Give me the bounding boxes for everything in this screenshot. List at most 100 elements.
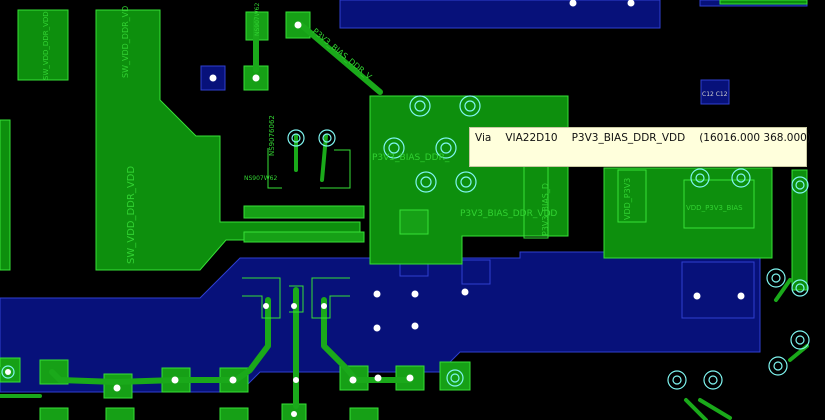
via-hole: [322, 133, 332, 143]
via-dot[interactable]: [113, 384, 121, 392]
via-dot[interactable]: [737, 292, 745, 300]
net-label: NS907W62: [254, 3, 261, 36]
via-hole: [464, 100, 476, 112]
via-dot[interactable]: [293, 377, 299, 383]
via[interactable]: [768, 356, 788, 376]
via[interactable]: [435, 137, 457, 159]
tooltip-net-name: P3V3_BIAS_DDR_VDD: [571, 132, 686, 144]
via-dot[interactable]: [209, 74, 217, 82]
top-copper-pour-sw-vdd[interactable]: [95, 9, 361, 271]
via-dot[interactable]: [291, 303, 297, 309]
net-label: SW_VDD_DDR_VDD: [42, 11, 50, 80]
via-dot[interactable]: [291, 411, 297, 417]
via[interactable]: [1, 365, 15, 379]
via[interactable]: [690, 168, 710, 188]
thermal-outline: [311, 277, 350, 319]
via-hole: [773, 361, 783, 371]
via-dot[interactable]: [569, 0, 577, 7]
top-copper-corner[interactable]: [719, 0, 808, 5]
via-hole: [440, 142, 452, 154]
via[interactable]: [790, 330, 810, 350]
via-hole: [450, 373, 460, 383]
net-label: NS907W62: [244, 175, 277, 182]
via-dot[interactable]: [627, 0, 635, 7]
via-hole: [388, 142, 400, 154]
via[interactable]: [791, 176, 809, 194]
via[interactable]: [766, 268, 786, 288]
trace[interactable]: [321, 297, 413, 383]
via[interactable]: [383, 137, 405, 159]
net-label: NS9076062: [268, 115, 276, 156]
via-hole: [795, 335, 805, 345]
via[interactable]: [318, 129, 336, 147]
via[interactable]: [667, 370, 687, 390]
top-copper-pour-left-strip[interactable]: [17, 9, 69, 81]
via-dot[interactable]: [252, 74, 260, 82]
bottom-copper-pour-top[interactable]: [339, 0, 661, 29]
thermal-outline: [267, 148, 282, 189]
smd-pad[interactable]: [399, 209, 429, 235]
smd-pad[interactable]: [243, 231, 365, 243]
via-dot[interactable]: [373, 324, 381, 332]
top-copper-pour-left-edge[interactable]: [0, 119, 11, 271]
thermal-outline: [320, 149, 351, 189]
thermal-outline: [242, 277, 281, 319]
tooltip-coordinates: (16016.000 368.000): [699, 132, 811, 144]
via[interactable]: [703, 370, 723, 390]
bottom-pad[interactable]: [681, 261, 755, 319]
smd-pad[interactable]: [105, 407, 135, 420]
trace[interactable]: [684, 398, 708, 420]
via-dot[interactable]: [263, 303, 269, 309]
via[interactable]: [287, 129, 305, 147]
trace[interactable]: [233, 297, 271, 383]
top-copper-pour-vdd-p3v3[interactable]: [603, 167, 773, 259]
trace[interactable]: [49, 369, 239, 385]
via[interactable]: [409, 95, 431, 117]
via[interactable]: [455, 171, 477, 193]
via-dot[interactable]: [321, 303, 327, 309]
smd-pad[interactable]: [349, 407, 379, 420]
thermal-reliefs: [242, 148, 755, 319]
via-dot[interactable]: [373, 290, 381, 298]
via-dot[interactable]: [5, 369, 11, 375]
thermal-outline: [617, 169, 647, 223]
trace[interactable]: [774, 278, 792, 302]
trace[interactable]: [698, 398, 732, 420]
via-dot[interactable]: [294, 21, 302, 29]
via-dot[interactable]: [406, 374, 414, 382]
via-hole: [795, 180, 805, 190]
via-dot[interactable]: [411, 322, 419, 330]
via-hole: [736, 173, 746, 183]
via-dot[interactable]: [349, 376, 357, 384]
via-dot[interactable]: [411, 290, 419, 298]
net-label: SW_VDD_DDR_VD: [121, 6, 130, 78]
via[interactable]: [446, 369, 464, 387]
via-hole: [460, 176, 472, 188]
via[interactable]: [791, 279, 809, 297]
via-hole: [420, 176, 432, 188]
via-dot[interactable]: [229, 376, 237, 384]
via[interactable]: [415, 171, 437, 193]
trace[interactable]: [320, 134, 328, 182]
bottom-pad[interactable]: [700, 79, 730, 105]
smd-pad[interactable]: [243, 205, 365, 219]
via[interactable]: [459, 95, 481, 117]
trace[interactable]: [297, 21, 383, 95]
via-dot[interactable]: [171, 376, 179, 384]
via-hole: [695, 173, 705, 183]
net-label: P3V3_BIAS_DDR_: [372, 153, 450, 163]
via-dot[interactable]: [461, 288, 469, 296]
smd-pad[interactable]: [39, 407, 69, 420]
via-dot[interactable]: [693, 292, 701, 300]
net-label: VDD_P3V3: [623, 178, 632, 220]
smd-pad[interactable]: [439, 361, 471, 391]
bottom-pad[interactable]: [461, 259, 491, 285]
via[interactable]: [731, 168, 751, 188]
top-copper-pour-far-right[interactable]: [791, 169, 808, 291]
via-dot[interactable]: [374, 374, 382, 382]
smd-pad[interactable]: [219, 407, 249, 420]
net-label: P3V3_BIAS_D: [541, 183, 550, 236]
thermal-outline: [289, 285, 304, 313]
